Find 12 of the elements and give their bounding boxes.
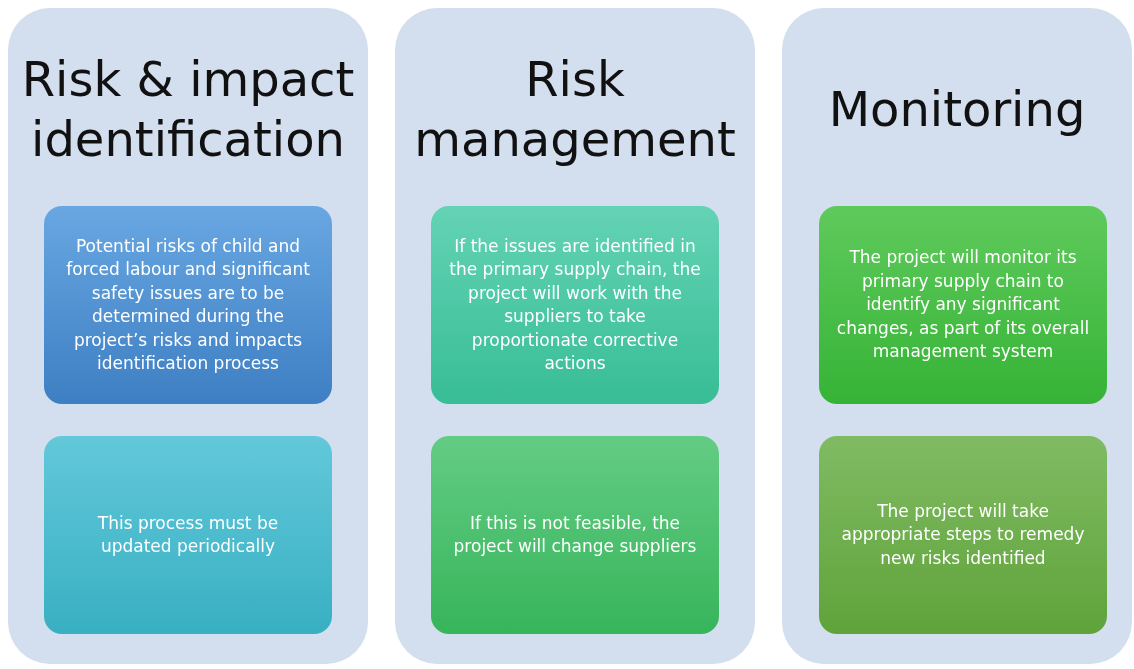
text-card: This process must be updated periodically (44, 436, 332, 634)
text-card: Potential risks of child and forced labour and significant safety issues are to be determined during the project’s risks and impacts identification process (44, 206, 332, 404)
column-panel (395, 8, 755, 664)
text-card: If this is not feasible, the project will change suppliers (431, 436, 719, 634)
column-panel (782, 8, 1132, 664)
column-heading: Risk & impact identification (20, 50, 356, 169)
text-card: The project will take appropriate steps to remedy new risks identified (819, 436, 1107, 634)
column-heading: Monitoring (828, 80, 1086, 139)
column-heading: Risk management (413, 50, 737, 169)
text-card: If the issues are identified in the primary supply chain, the project will work with the suppliers to take proportionate corrective actions (431, 206, 719, 404)
column-panel (8, 8, 368, 664)
text-card: The project will monitor its primary supply chain to identify any significant changes, as part of its overall management system (819, 206, 1107, 404)
